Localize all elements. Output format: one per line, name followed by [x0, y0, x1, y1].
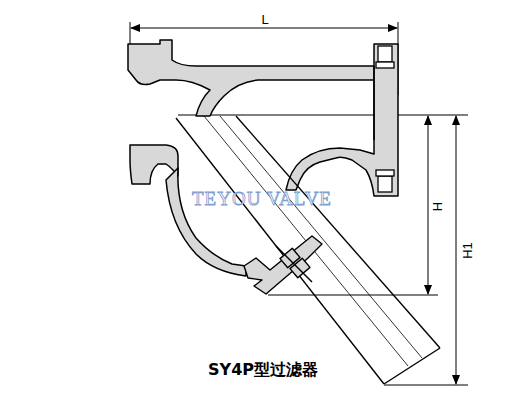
dimension-label: H1	[460, 240, 475, 261]
dimension-label: H	[430, 199, 445, 212]
watermark: TEYOU VALVE	[190, 188, 334, 209]
drawing-caption: SY4P型过滤器	[206, 361, 320, 379]
dimension-label: L	[259, 12, 270, 27]
